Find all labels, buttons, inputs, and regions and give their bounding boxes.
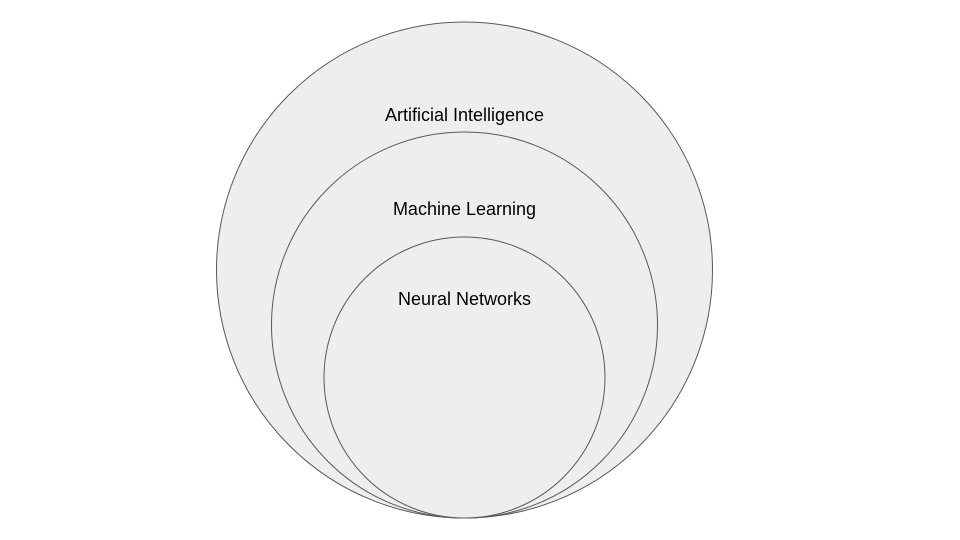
- label-artificial-intelligence: Artificial Intelligence: [385, 105, 544, 125]
- label-machine-learning: Machine Learning: [393, 199, 536, 219]
- inner-circle: [323, 236, 606, 519]
- label-neural-networks: Neural Networks: [398, 289, 531, 309]
- circle-neural-networks: Neural Networks: [323, 236, 606, 519]
